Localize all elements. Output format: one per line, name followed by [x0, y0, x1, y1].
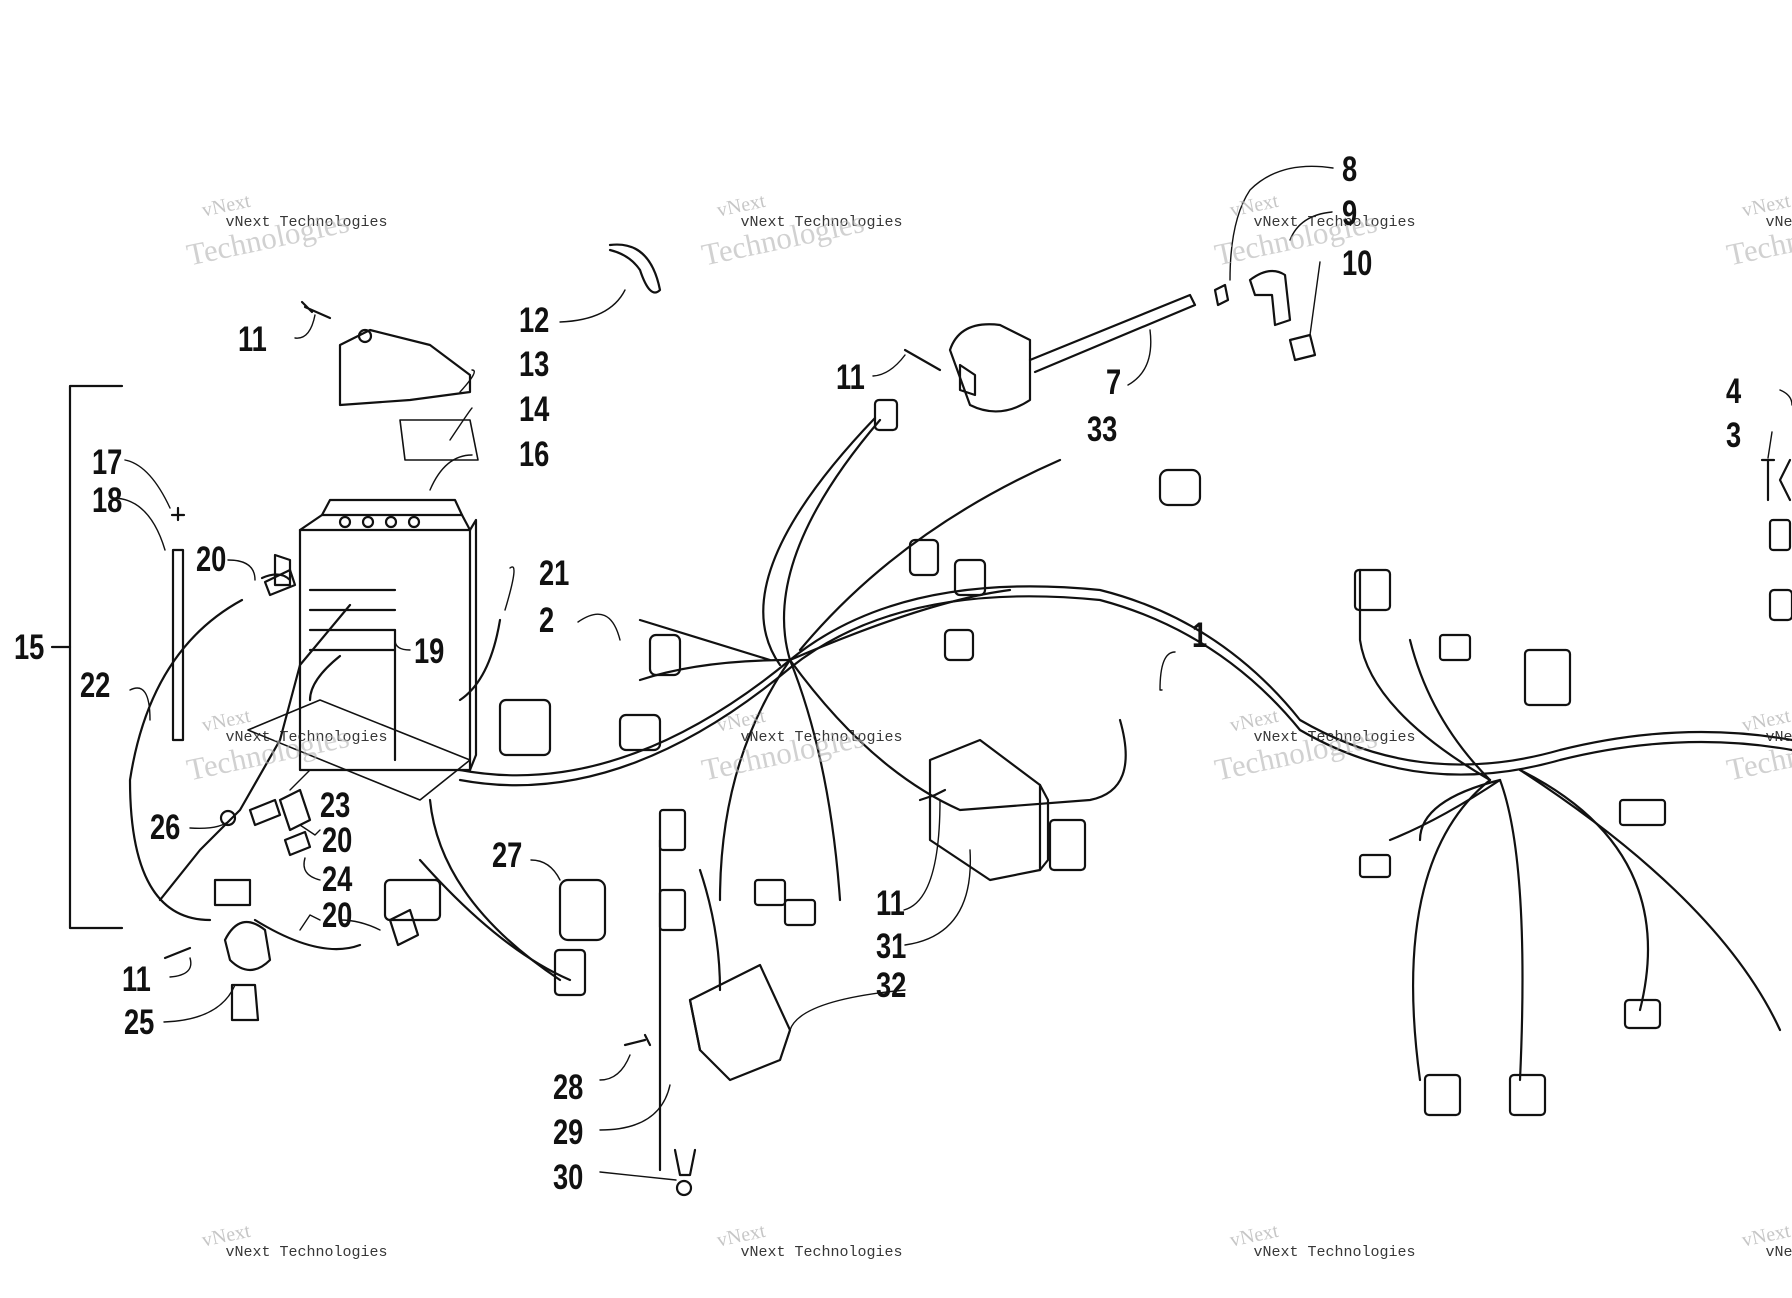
- screw-11-lower: [163, 946, 192, 960]
- callout-30: 30: [553, 1158, 584, 1197]
- callout-31: 31: [876, 927, 907, 966]
- callout-7: 7: [1106, 363, 1122, 402]
- terminal-boots: [219, 568, 420, 947]
- callout-3: 3: [1726, 416, 1742, 455]
- screw-3: [1760, 458, 1776, 502]
- callout-8: 8: [1342, 150, 1358, 189]
- callout-10: 10: [1342, 244, 1373, 283]
- callout-11: 11: [876, 884, 905, 923]
- callout-23: 23: [320, 786, 351, 825]
- callout-12: 12: [519, 301, 550, 340]
- vent-tube: [158, 506, 352, 902]
- callout-25: 25: [124, 1003, 155, 1042]
- callout-28: 28: [553, 1068, 584, 1107]
- callout-29: 29: [553, 1113, 584, 1152]
- voltage-regulator: [688, 963, 792, 1082]
- callout-22: 22: [80, 666, 111, 705]
- clamp-12: [608, 243, 662, 294]
- callout-18: 18: [92, 481, 123, 520]
- callout-19: 19: [414, 632, 445, 671]
- callout-24: 24: [322, 860, 353, 899]
- battery-pad: [247, 699, 471, 801]
- callout-21: 21: [539, 554, 570, 593]
- callout-1: 1: [1192, 616, 1208, 655]
- callout-20: 20: [196, 540, 227, 579]
- leader-lines: [114, 165, 1792, 1181]
- callout-4: 4: [1726, 372, 1742, 411]
- starter-relay: [213, 788, 362, 1022]
- battery-cables: [128, 553, 502, 922]
- spark-plug-cap: [1213, 269, 1317, 362]
- cdi-module: [918, 738, 1087, 882]
- callout-11: 11: [122, 960, 151, 999]
- callout-11: 11: [836, 358, 865, 397]
- screw-11-coil: [903, 348, 942, 372]
- callout-9: 9: [1342, 194, 1358, 233]
- callout-20: 20: [322, 896, 353, 935]
- ignition-coil: [948, 293, 1197, 413]
- callout-17: 17: [92, 443, 123, 482]
- connectors: [383, 398, 1792, 1117]
- callout-27: 27: [492, 836, 523, 875]
- assembly-bracket-15: [50, 384, 124, 930]
- callout-33: 33: [1087, 410, 1118, 449]
- screw-11-top: [300, 300, 332, 320]
- callout-13: 13: [519, 345, 550, 384]
- battery-hold-down: [338, 328, 479, 461]
- screw-28: [623, 1033, 652, 1047]
- callout-14: 14: [519, 390, 550, 429]
- main-harness: [418, 416, 1792, 1172]
- callout-16: 16: [519, 435, 550, 474]
- ground-wire: [673, 1148, 697, 1197]
- battery: [298, 498, 478, 772]
- callout-11: 11: [238, 320, 267, 359]
- callout-15: 15: [14, 628, 45, 667]
- callout-2: 2: [539, 601, 555, 640]
- bracket-right: [1778, 458, 1792, 502]
- callout-26: 26: [150, 808, 181, 847]
- callout-20: 20: [322, 821, 353, 860]
- callout-32: 32: [876, 966, 907, 1005]
